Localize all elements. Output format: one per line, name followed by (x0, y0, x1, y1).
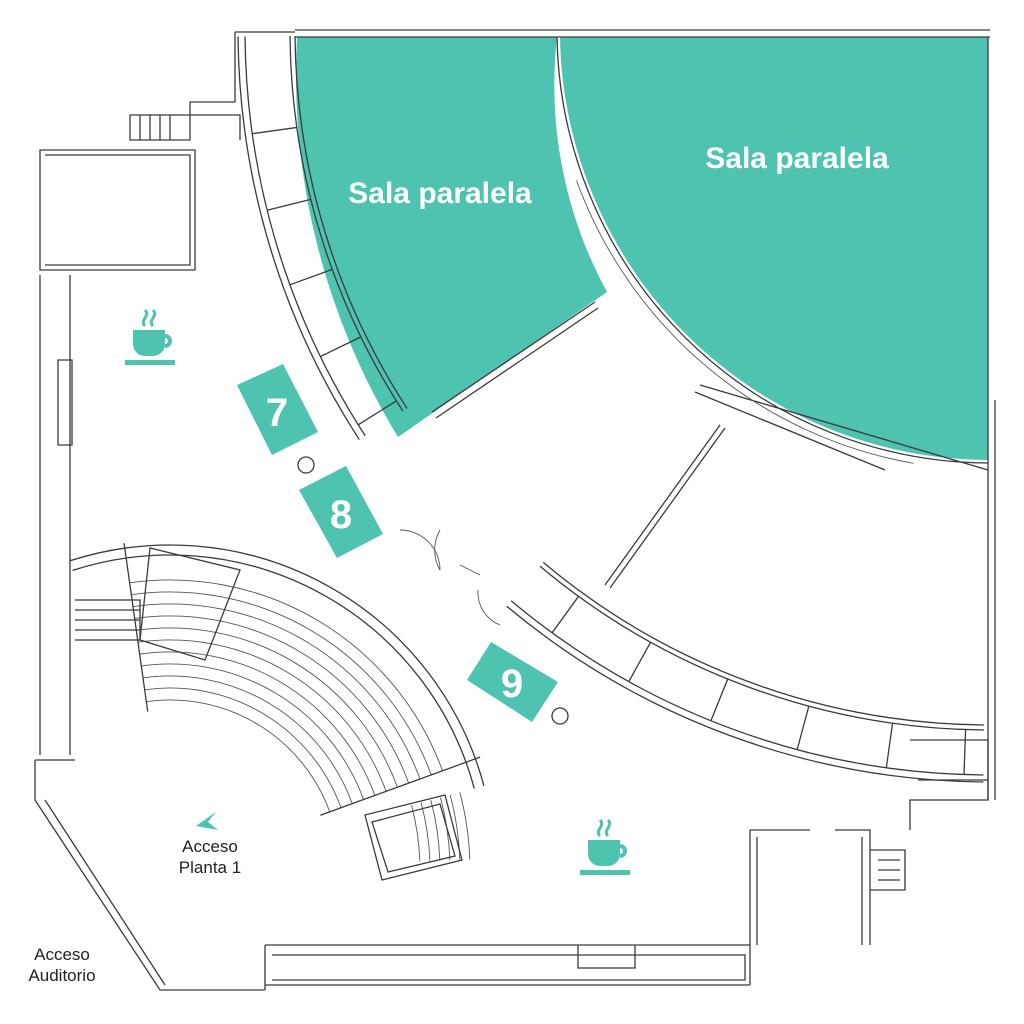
coffee-icon (580, 818, 630, 875)
marker-number: 7 (266, 391, 288, 435)
marker-number: 9 (501, 662, 523, 706)
column (551, 707, 569, 725)
access-planta-1-label: Planta 1 (179, 858, 241, 877)
room-label: Sala paralela (705, 142, 889, 175)
room-label: Sala paralela (348, 177, 532, 210)
walls (34, 29, 996, 991)
marker-8[interactable]: 8 (299, 466, 383, 558)
room-sala-paralela-right[interactable] (560, 37, 988, 460)
access-auditorio-label: Acceso (34, 945, 90, 964)
access-planta-1-label: Acceso (182, 837, 238, 856)
marker-number: 8 (330, 493, 352, 537)
column (297, 456, 315, 474)
marker-9[interactable]: 9 (467, 642, 558, 722)
access-auditorio-label: Auditorio (28, 966, 95, 985)
room-sala-paralela-left[interactable] (295, 37, 607, 437)
marker-7[interactable]: 7 (237, 364, 318, 455)
coffee-icon (125, 308, 175, 365)
arrow-icon (196, 812, 218, 830)
